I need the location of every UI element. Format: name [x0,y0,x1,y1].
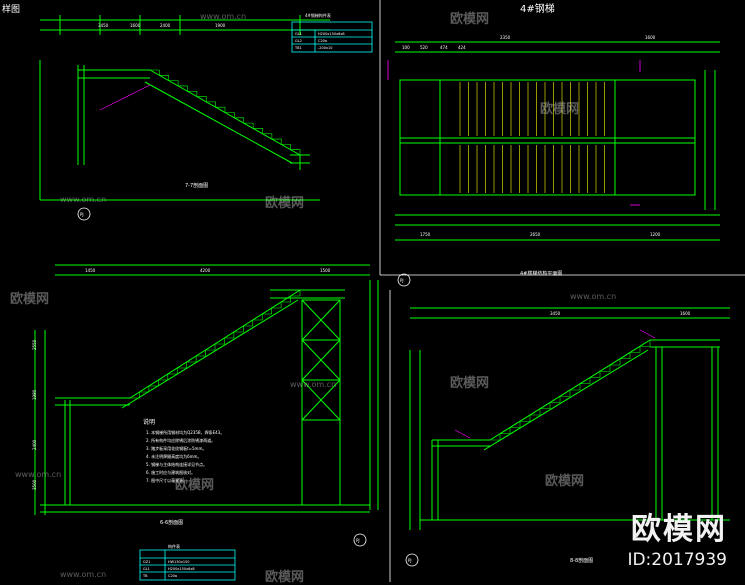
notes-title: 说明 [143,418,155,426]
height-left-3: 3500 [32,479,37,490]
table-top-title: 4#钢梯构件表 [305,12,331,18]
dim-plan-top-1: 1600 [645,35,656,40]
dim-top-left-2: 2400 [160,23,171,28]
title-top-right: 4#钢梯 [520,2,555,15]
dim-top-left-1: 1600 [130,23,141,28]
stair-steps [130,290,301,399]
watermark-url: www.om.cn [290,380,337,389]
height-left-1: 1980 [32,389,37,400]
plan-4 [395,41,720,241]
note-5: 5. 钢梯与主体结构连接详见节点。 [146,461,207,467]
note-4: 4. 未注明焊缝高度均为6mm。 [146,453,201,459]
watermark-url: www.om.cn [60,570,107,579]
table-top-r0c0: GL1 [295,32,302,36]
table-bottom-r0c0: GZ1 [143,560,150,564]
table-bottom-r1c0: GL1 [143,567,150,571]
dim-plan-bottom-2: 1200 [650,232,661,237]
stair-steps [490,340,651,441]
table-top-r1c1: C20a [318,39,327,43]
table-top-r2c1: -200x10 [318,46,332,50]
table-bottom-r1c1: H200x150x6x8 [168,567,195,571]
note-7: 7. 图中尺寸以毫米计。 [146,477,187,483]
table-top [291,21,373,53]
table-bottom-title: 构件表 [168,543,180,549]
dim-plan-bottom-1: 2650 [530,232,541,237]
dim-plan-sub-3: 424 [458,45,466,50]
watermark-brand: 欧模网 [450,12,490,27]
dim-plan-sub-1: 520 [420,45,428,50]
dim-bottom-right-1: 1600 [680,311,691,316]
watermark-brand: 欧模网 [545,474,585,489]
table-bottom-r2c1: C20a [168,574,177,578]
table-bottom [139,549,236,581]
dim-bottom-left-0: 1450 [85,268,96,273]
dim-plan-sub-2: 474 [440,45,448,50]
watermark-brand: 欧模网 [540,102,580,117]
watermark-brand: 欧模网 [175,478,215,493]
section-8-8 [409,307,730,530]
watermark-id: ID:2017939 [627,550,727,570]
corner-label: 样图 [2,5,21,15]
table-bottom-r2c0: TB [142,574,148,578]
height-left-2: 2400 [32,439,37,450]
table-top-r2c0: TB1 [294,46,302,50]
watermark-url: www.om.cn [200,12,247,21]
note-1: 1. 本钢梯所用钢材均为Q235B，焊条E43。 [146,429,224,435]
dim-bottom-right-0: 3450 [550,311,561,316]
height-left-0: 2550 [32,339,37,350]
section3-title: 8-8剖面图 [570,557,593,564]
section-6-6 [34,264,379,515]
plan-title: 4#楼梯结构平面图 [520,270,562,277]
table-top-r1c0: GL2 [295,39,302,43]
dim-bottom-left-1: 4200 [200,268,211,273]
dim-plan-bottom-0: 1750 [420,232,431,237]
marker-2: PJ [400,278,404,283]
marker-3: PJ [356,538,360,543]
watermark-url: www.om.cn [60,195,107,204]
dim-plan-top-0: 2350 [500,35,511,40]
table-bottom-r0c1: HW150x150 [168,560,190,564]
section1-title: 7-7剖面图 [185,182,208,189]
note-6: 6. 施工时应与建筑图核对。 [146,469,195,475]
marker-1: PJ [80,212,84,217]
section-7-7 [39,15,330,201]
watermark-big-brand: 欧模网 [631,512,727,547]
dim-bottom-left-2: 1500 [320,268,331,273]
watermark-brand: 欧模网 [265,570,305,585]
dim-top-left-3: 1900 [215,23,226,28]
dim-top-left-0: 3450 [98,23,109,28]
table-top-r0c1: H200x150x6x8 [318,32,345,36]
watermark-url: www.om.cn [570,292,617,301]
watermark-brand: 欧模网 [450,376,490,391]
dim-plan-sub-0: 100 [402,45,410,50]
marker-4: PJ [408,558,412,563]
section2-title: 6-6剖面图 [160,519,183,526]
note-2: 2. 所有构件均应除锈后涂防锈漆两道。 [146,437,215,443]
note-3: 3. 踏步板采用花纹钢板t=5mm。 [146,445,206,451]
stair-steps [150,69,301,155]
watermark-url: www.om.cn [15,470,62,479]
watermark-brand: 欧模网 [10,292,50,307]
watermark-brand: 欧模网 [265,196,305,211]
